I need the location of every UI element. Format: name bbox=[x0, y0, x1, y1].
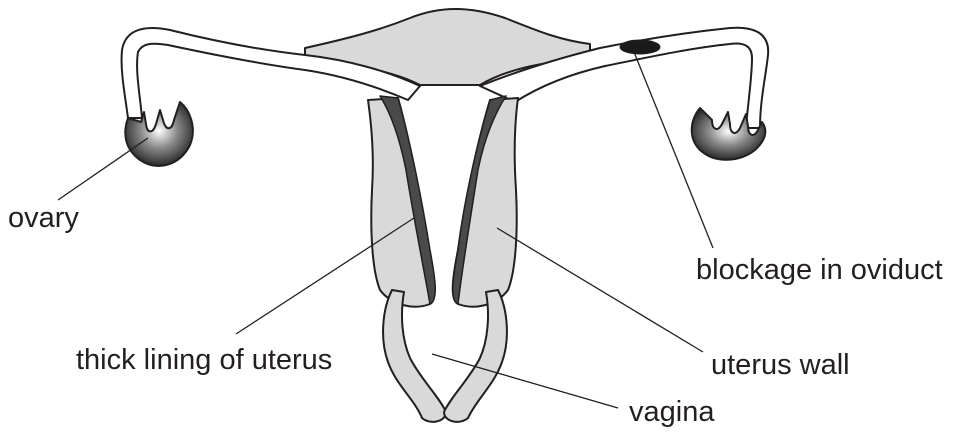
label-thick-lining-of-uterus: thick lining of uterus bbox=[76, 346, 332, 375]
label-ovary: ovary bbox=[8, 204, 79, 233]
leader-ovary bbox=[58, 138, 148, 200]
label-blockage-in-oviduct: blockage in oviduct bbox=[696, 256, 943, 285]
leader-uterus-wall bbox=[497, 228, 703, 352]
vagina-right bbox=[444, 290, 507, 422]
blockage-mark bbox=[620, 40, 660, 54]
label-vagina: vagina bbox=[629, 398, 714, 427]
label-uterus-wall: uterus wall bbox=[711, 351, 850, 380]
